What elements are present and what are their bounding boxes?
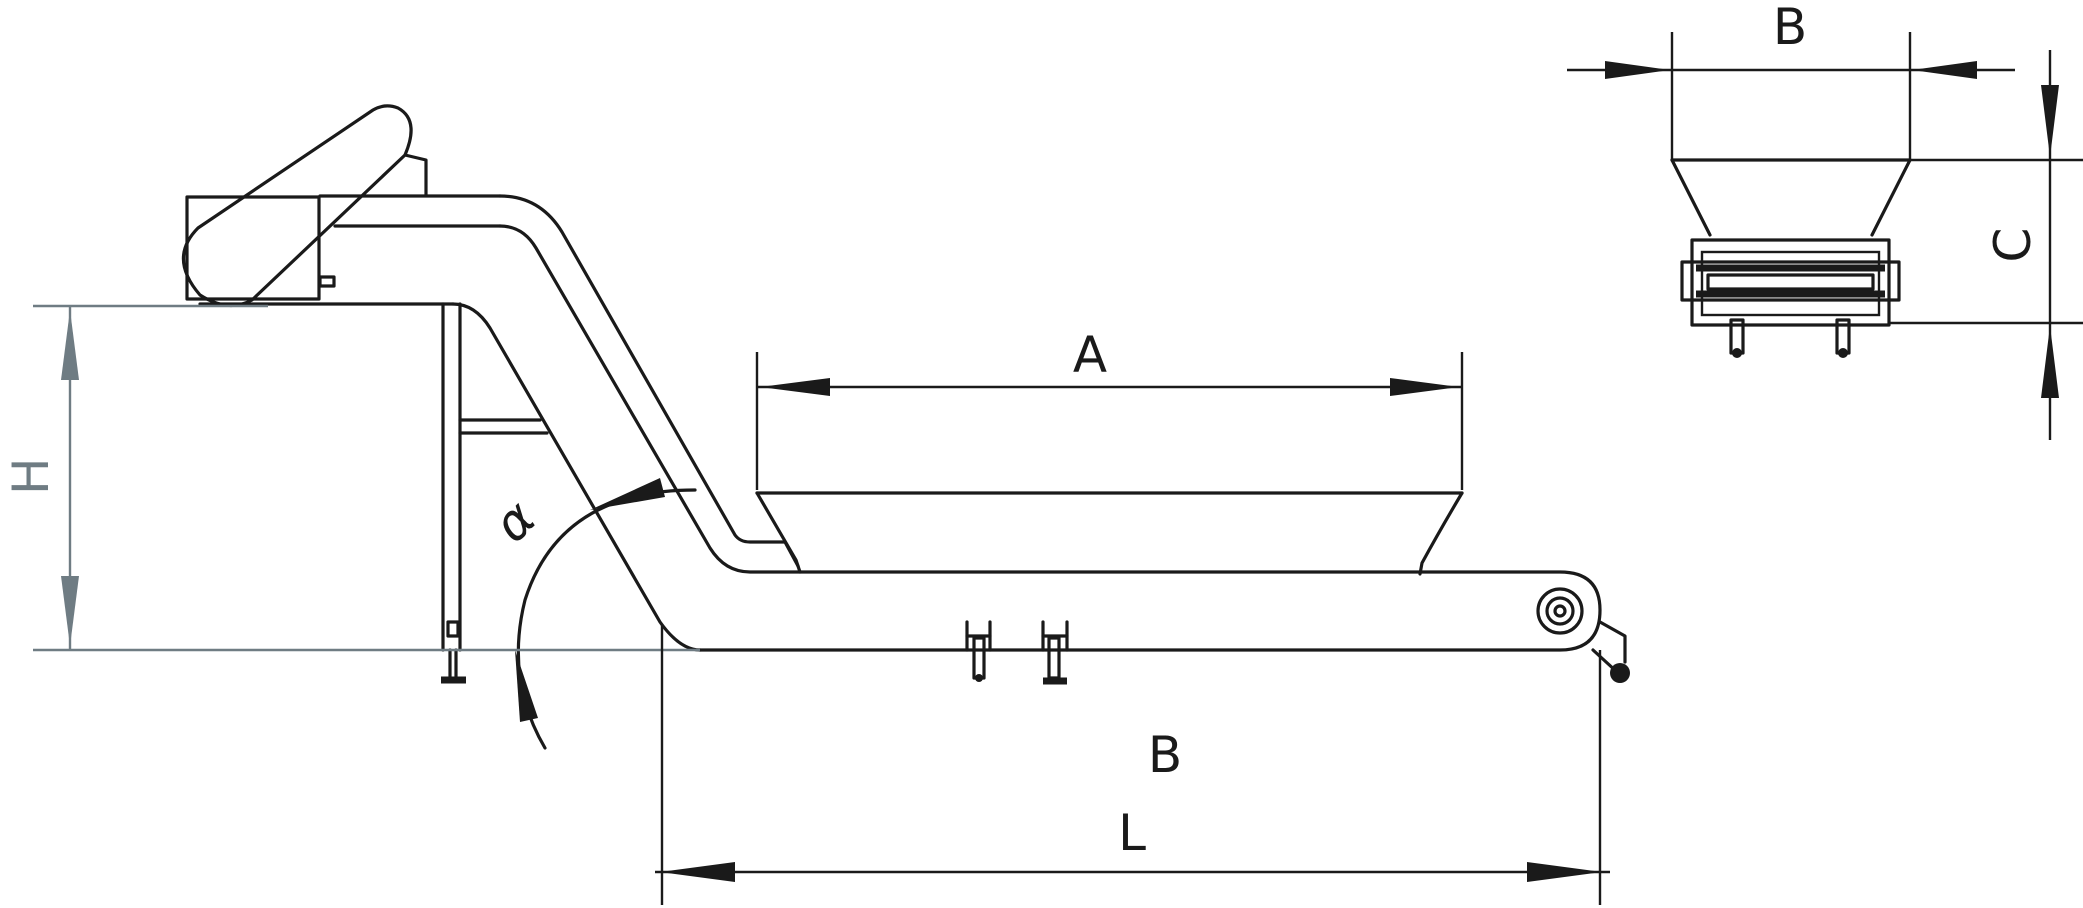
feed-hopper xyxy=(755,491,1464,576)
end-view: B xyxy=(1567,0,2083,440)
support-foot-2 xyxy=(1041,620,1069,685)
dimension-L: B L xyxy=(655,625,1610,905)
H-label: H xyxy=(2,457,60,495)
B-top-label: B xyxy=(1773,0,1807,56)
dimension-A: A xyxy=(755,326,1464,490)
B-side-label: B xyxy=(1148,726,1182,784)
discharge-chute xyxy=(181,104,428,307)
sprocket-icon xyxy=(1536,587,1584,635)
dimension-H: H xyxy=(2,304,700,652)
support-column xyxy=(441,302,549,684)
side-view: α H A B L xyxy=(2,104,1630,905)
end-foot-left xyxy=(1729,318,1745,358)
end-hopper xyxy=(1670,158,1912,237)
dimension-C: C xyxy=(1889,50,2083,440)
L-label: L xyxy=(1118,804,1146,862)
A-label: A xyxy=(1073,326,1107,384)
dimension-B: B xyxy=(1567,0,2015,160)
inclined-body xyxy=(451,194,1602,652)
top-frame xyxy=(198,194,502,306)
tail-bracket xyxy=(1591,620,1630,683)
end-foot-right xyxy=(1835,318,1851,358)
support-foot-1 xyxy=(965,620,992,682)
alpha-label: α xyxy=(482,489,546,553)
end-body xyxy=(1680,238,1901,327)
C-label: C xyxy=(1984,228,2042,263)
